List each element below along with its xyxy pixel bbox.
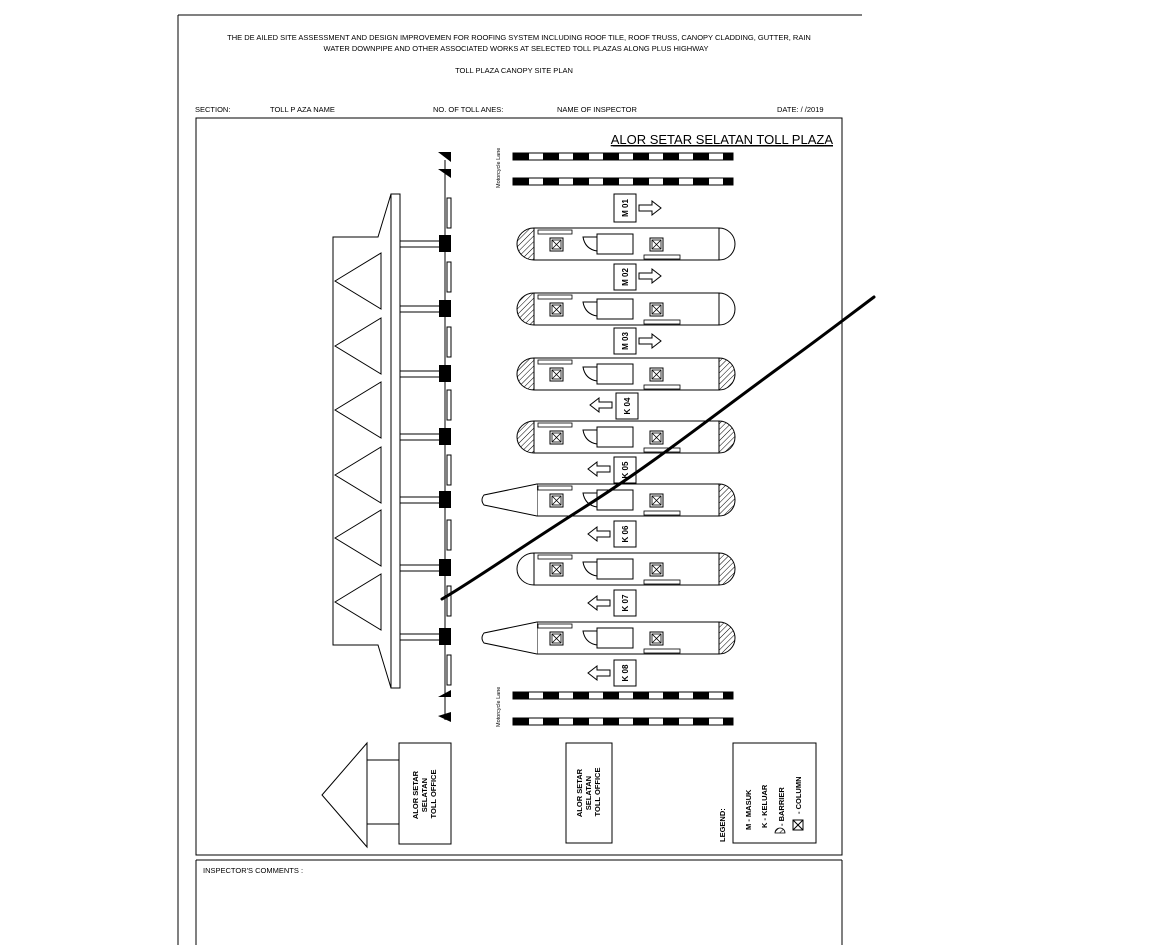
motorcycle-lane-top: Motorcycle Lane [496,148,734,188]
column-icon [649,367,664,382]
no-of-lanes-field: NO. OF TOLL ANES: [433,105,503,114]
arrow-right-icon [638,332,662,350]
legend-item-masuk: M - MASUK [744,789,753,830]
toll-booth [582,426,634,448]
column-icon [549,302,564,317]
barrier-icon [774,827,786,834]
office-1-line-2: SELATAN [420,778,429,812]
arrow-left-icon [587,460,611,478]
motorcycle-lane-label-bottom: Motorcycle Lane [496,687,502,727]
lane-label: K 06 [621,525,630,542]
column-icon [792,819,804,831]
inspector-field: NAME OF INSPECTOR [557,105,637,114]
lane-label: K 07 [621,594,630,611]
toll-plaza-name-field: TOLL P AZA NAME [270,105,335,114]
motorcycle-lane-label-top: Motorcycle Lane [496,148,502,188]
office-2-line-1: ALOR SETAR [575,768,584,817]
lane-label: M 01 [621,199,630,217]
sheet-subtitle: TOLL PLAZA CANOPY SITE PLAN [455,66,573,75]
lane-label: K 08 [621,664,630,681]
arrow-left-icon [587,525,611,543]
legend-item-keluar: K - KELUAR [760,784,769,828]
lane-m01: M 01 [613,193,662,223]
lane-m02: M 02 [613,263,662,291]
canopy-structure [332,152,452,722]
lane-k08: K 08 [587,659,637,687]
column-icon [649,631,664,646]
toll-booth [582,298,634,320]
office-2-line-3: TOLL OFFICE [593,768,602,817]
toll-office-building-1: ALOR SETAR SELATAN TOLL OFFICE [321,741,452,849]
lane-k04: K 04 [589,392,639,420]
toll-office-building-2: ALOR SETAR SELATAN TOLL OFFICE [565,742,613,844]
column-icon [649,302,664,317]
toll-booth [582,233,634,255]
toll-booth [582,558,634,580]
office-1-line-3: TOLL OFFICE [429,770,438,819]
column-icon [649,430,664,445]
hand-drawn-pen-stroke [440,295,876,601]
arrow-left-icon [587,664,611,682]
date-field: DATE: / /2019 [777,105,824,114]
svg-text:ALOR SETAR SELATAN: ALOR SETAR SELATAN TOLL OFFICE [575,767,602,817]
toll-booth [582,627,634,649]
column-icon [549,562,564,577]
column-icon [549,237,564,252]
column-icon [649,562,664,577]
lane-label: M 02 [621,268,630,286]
title-line-2: WATER DOWNPIPE AND OTHER ASSOCIATED WORK… [324,44,709,53]
office-1-line-1: ALOR SETAR [411,770,420,819]
motorcycle-lane-bottom: Motorcycle Lane [496,687,734,727]
toll-booth [582,363,634,385]
section-field: SECTION: [195,105,230,114]
arrow-left-icon [589,396,613,414]
column-icon [549,493,564,508]
lane-label: M 03 [621,332,630,350]
lane-label: K 04 [623,397,632,414]
lane-m03: M 03 [613,327,662,355]
column-icon [649,493,664,508]
arrow-left-icon [587,594,611,612]
lane-k06: K 06 [587,520,637,548]
legend-item-barrier: - BARRIER [777,787,786,826]
svg-text:ALOR SETAR SELATAN: ALOR SETAR SELATAN TOLL OFFICE [411,769,438,819]
title-line-1: THE DE AILED SITE ASSESSMENT AND DESIGN … [227,33,811,42]
column-icon [549,430,564,445]
legend-title: LEGEND: [718,808,727,842]
column-icon [549,367,564,382]
column-icon [549,631,564,646]
lane-k07: K 07 [587,589,637,617]
arrow-right-icon [638,199,662,217]
legend-item-column: - COLUMN [794,777,803,815]
plaza-title: ALOR SETAR SELATAN TOLL PLAZA [611,132,834,147]
office-2-line-2: SELATAN [584,776,593,810]
inspector-comments-label: INSPECTOR'S COMMENTS : [203,866,303,875]
legend: LEGEND: M - MASUK K - KELUAR - BARRIER -… [718,742,817,844]
toll-islands [481,227,736,655]
column-icon [649,237,664,252]
lane-label: K 05 [621,461,630,478]
arrow-right-icon [638,267,662,285]
